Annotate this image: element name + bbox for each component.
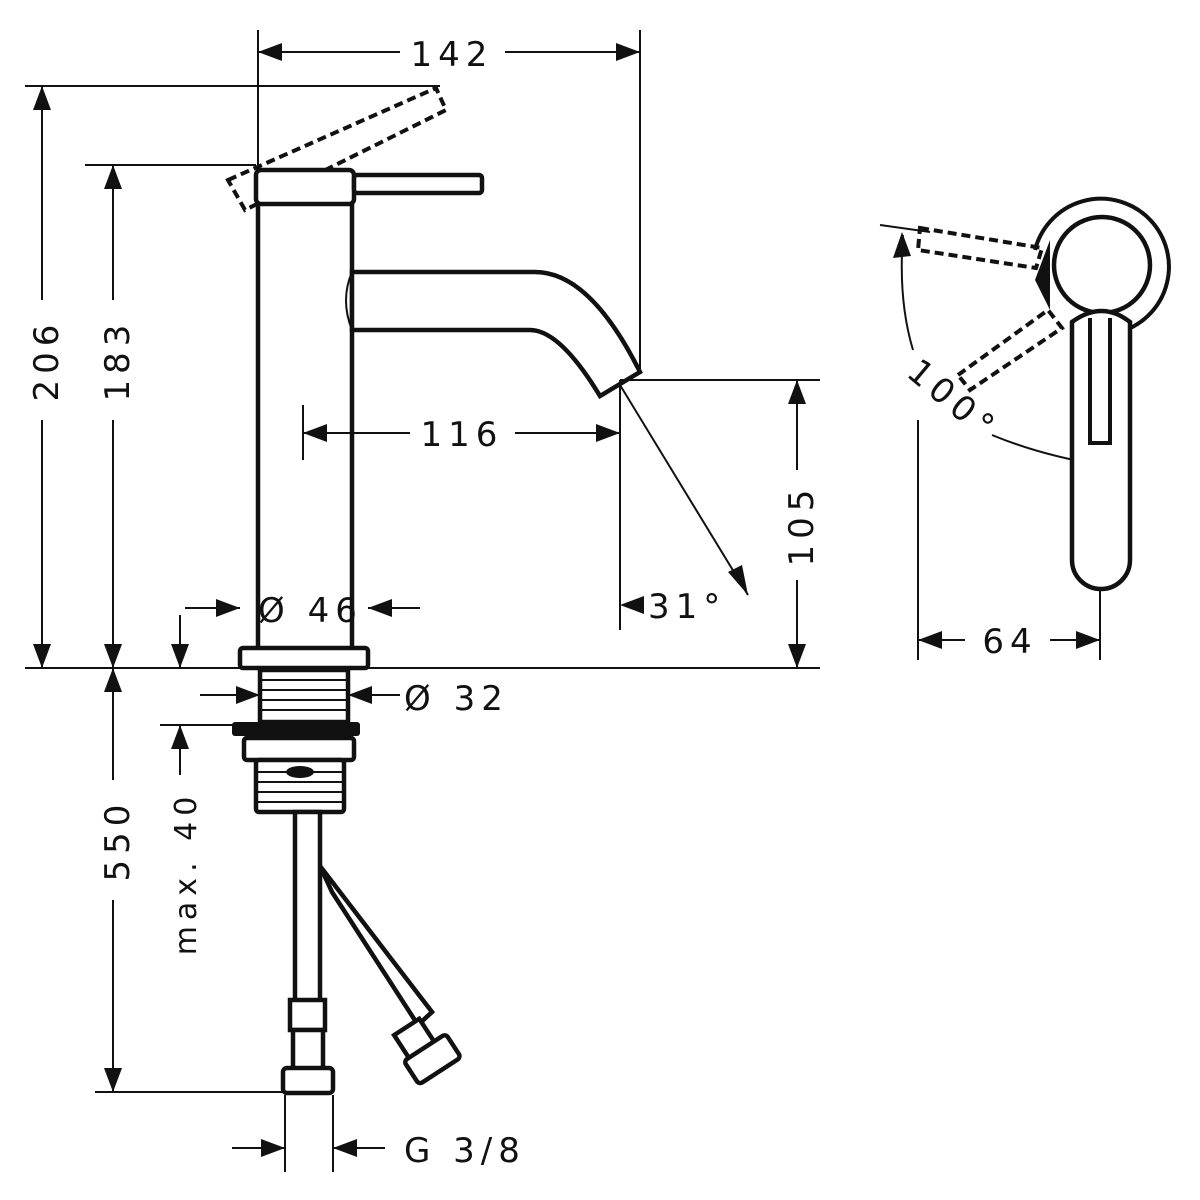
fixing-nut	[241, 735, 357, 815]
faucet-lever	[351, 172, 485, 196]
dim-100deg-label: 100°	[899, 351, 1006, 450]
dim-g38-label: G 3/8	[404, 1131, 526, 1171]
dim-142-label: 142	[411, 35, 494, 75]
dim-183-label: 183	[98, 319, 138, 402]
dimension-lines	[25, 30, 1101, 1172]
dim-116-label: 116	[421, 415, 504, 455]
base-ring	[237, 645, 371, 671]
dim-105-label: 105	[782, 484, 822, 567]
escutcheon-ring	[1033, 196, 1171, 334]
supply-hose-straight	[280, 809, 336, 1096]
dim-206-label: 206	[27, 319, 67, 402]
lever-hub	[1051, 214, 1153, 316]
faucet-cap	[253, 167, 357, 207]
dim-diameter-32-label: Ø 32	[404, 679, 509, 719]
supply-hose-angled	[317, 864, 462, 1086]
dim-max-40-label: max. 40	[169, 791, 204, 956]
faucet-spout	[349, 269, 643, 400]
dim-31deg-label: 31°	[648, 587, 726, 627]
faucet-side-view	[915, 196, 1171, 592]
dim-550-label: 550	[98, 799, 138, 882]
dim-64-label: 64	[982, 622, 1037, 662]
faucet-body	[255, 197, 355, 653]
spout-joint	[345, 271, 353, 331]
lever-slot	[1088, 318, 1112, 445]
dim-diameter-46-label: Ø 46	[258, 591, 363, 631]
fixing-flange	[232, 722, 360, 736]
thread-upper	[257, 667, 351, 725]
lever-side	[1069, 308, 1133, 592]
lever-dashed-positions	[915, 225, 1065, 393]
faucet-front-view	[225, 85, 643, 1096]
